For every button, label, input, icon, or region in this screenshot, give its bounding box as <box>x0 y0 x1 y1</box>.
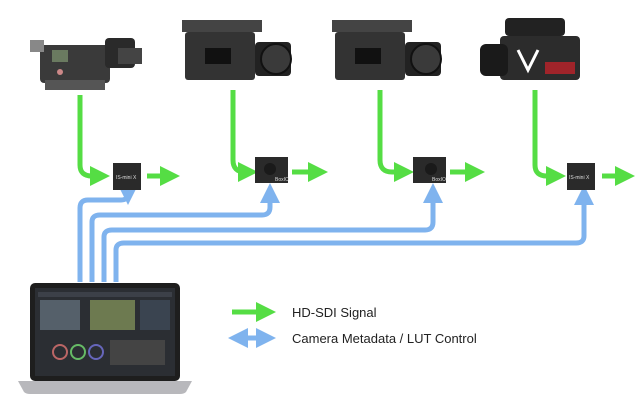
box-label: BoxIO <box>432 177 446 183</box>
camera-1 <box>30 38 142 90</box>
box-label: IS-mini X <box>116 175 137 181</box>
control-line-1 <box>77 185 138 282</box>
device-box-1: IS-mini X <box>113 163 141 190</box>
camera-3 <box>332 20 442 80</box>
box-label: IS-mini X <box>569 175 590 181</box>
signal-in-4 <box>532 90 566 186</box>
control-line-2 <box>89 183 280 282</box>
signal-in-3 <box>377 90 414 182</box>
camera-4 <box>480 18 580 80</box>
legend: HD-SDI Signal Camera Metadata / LUT Cont… <box>228 302 477 348</box>
metadata-legend-label: Camera Metadata / LUT Control <box>292 331 477 346</box>
device-box-2: BoxIO <box>255 157 289 183</box>
camera-2 <box>182 20 292 80</box>
box-label: BoxIO <box>275 177 289 183</box>
signal-in-1 <box>77 95 110 186</box>
control-lines <box>77 183 594 282</box>
hdsdi-legend-label: HD-SDI Signal <box>292 305 377 320</box>
control-line-3 <box>101 183 443 282</box>
device-box-3: BoxIO <box>413 157 446 183</box>
laptop <box>18 283 192 394</box>
signal-lines <box>77 90 635 186</box>
signal-in-2 <box>230 90 258 182</box>
device-box-4: IS-mini X <box>567 163 595 190</box>
control-line-4 <box>113 185 594 282</box>
